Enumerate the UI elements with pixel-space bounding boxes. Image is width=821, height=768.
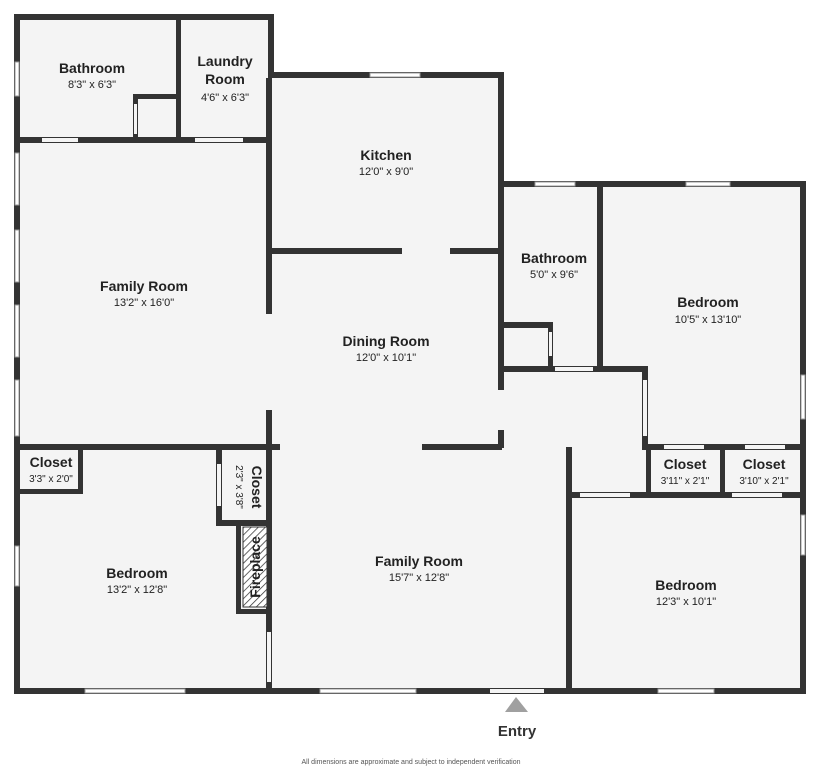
kitchen-name: Kitchen: [360, 147, 411, 163]
bathroom-2-name: Bathroom: [521, 250, 587, 266]
bedroom-2-name: Bedroom: [106, 565, 167, 581]
fireplace-label: Fireplace: [247, 536, 263, 598]
entry-label: Entry: [498, 723, 537, 740]
bathroom-1-dims: 8'3" x 6'3": [68, 79, 116, 91]
closet-2-dims: 2'3" x 3'8": [233, 465, 244, 509]
bedroom-3-name: Bedroom: [655, 577, 716, 593]
dining-room-name: Dining Room: [342, 333, 429, 349]
disclaimer: All dimensions are approximate and subje…: [301, 759, 520, 766]
family-room-1-dims: 13'2" x 16'0": [114, 297, 174, 309]
closet-2-name: Closet: [249, 466, 265, 509]
bedroom-2-dims: 13'2" x 12'8": [107, 584, 167, 596]
kitchen-dims: 12'0" x 9'0": [359, 166, 413, 178]
closet-4-name: Closet: [743, 456, 786, 472]
bathroom-1-name: Bathroom: [59, 60, 125, 76]
doors: [42, 104, 785, 693]
family-room-1-name: Family Room: [100, 278, 188, 294]
bedroom-1-name: Bedroom: [677, 294, 738, 310]
windows: [14, 61, 806, 694]
bathroom-2-dims: 5'0" x 9'6": [530, 269, 578, 281]
closet-3-dims: 3'11" x 2'1": [661, 476, 710, 487]
fireplace-hatch: [242, 526, 268, 608]
dining-room-dims: 12'0" x 10'1": [356, 352, 416, 364]
closet-3-name: Closet: [664, 456, 707, 472]
closet-4-dims: 3'10" x 2'1": [739, 476, 789, 487]
laundry-name-line1: Laundry: [197, 53, 252, 69]
closet-1-dims: 3'3" x 2'0": [29, 474, 73, 485]
laundry-name-line2: Room: [205, 71, 245, 87]
bedroom-1-dims: 10'5" x 13'10": [675, 314, 742, 326]
floor-areas: [18, 18, 804, 690]
room-labels: Bathroom 8'3" x 6'3" Laundry Room 4'6" x…: [29, 53, 789, 608]
family-room-2-dims: 15'7" x 12'8": [389, 572, 449, 584]
laundry-dims: 4'6" x 6'3": [201, 92, 249, 104]
closet-1-name: Closet: [30, 454, 73, 470]
family-room-2-name: Family Room: [375, 553, 463, 569]
bedroom-3-dims: 12'3" x 10'1": [656, 596, 716, 608]
entry-arrow-icon: [505, 697, 528, 712]
